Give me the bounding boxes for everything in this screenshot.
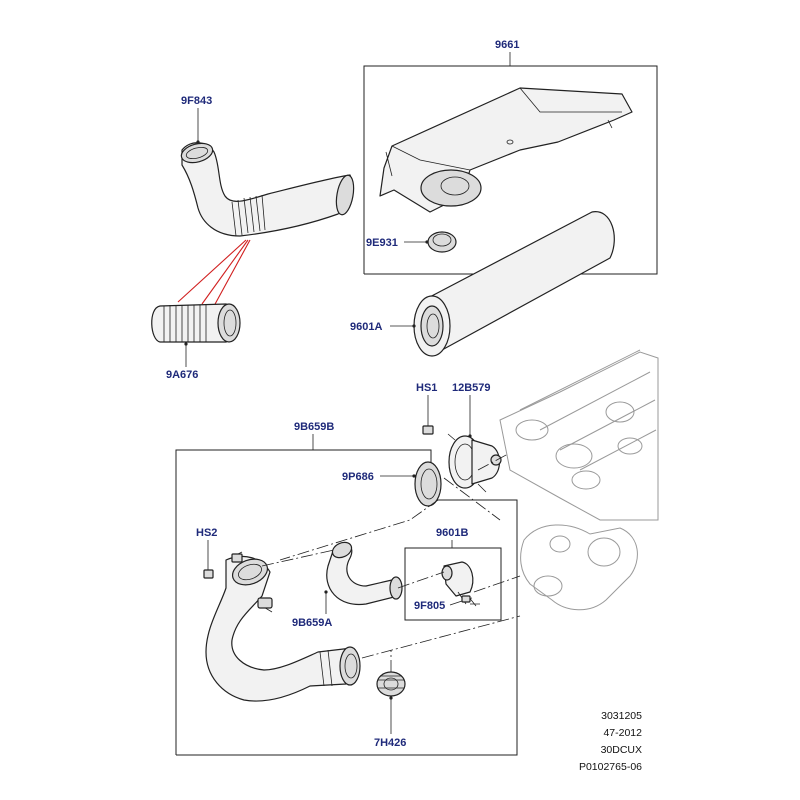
reference-block: 3031205 47-2012 30DCUX P0102765-06: [579, 710, 642, 773]
clip-9F805: [461, 595, 480, 607]
svg-text:9E931: 9E931: [366, 237, 398, 249]
screw-HS2: [203, 562, 214, 579]
callout-9A676: 9A676: [166, 342, 198, 381]
seal-9E931: [427, 231, 457, 253]
callout-9F805: 9F805: [414, 600, 463, 612]
reference-line-3: 30DCUX: [601, 744, 642, 756]
callout-9601B: 9601B: [436, 527, 468, 548]
hose-9B659A: [326, 541, 403, 606]
svg-text:7H426: 7H426: [374, 737, 406, 749]
svg-text:9B659A: 9B659A: [292, 617, 332, 629]
callout-9P686: 9P686: [342, 471, 416, 483]
air-cleaner-cover-9661: [379, 87, 633, 213]
callout-9B659B: 9B659B: [294, 421, 334, 450]
reference-line-4: P0102765-06: [579, 761, 642, 773]
svg-text:9601B: 9601B: [436, 527, 468, 539]
svg-text:9F843: 9F843: [181, 95, 212, 107]
callout-9661: 9661: [495, 39, 519, 66]
bolt-HS1: [422, 408, 434, 435]
assembly-lines: [261, 453, 521, 672]
callout-9B659A: 9B659A: [292, 590, 332, 629]
gasket-9P686: [414, 461, 442, 507]
svg-text:HS1: HS1: [416, 382, 437, 394]
callout-12B579: 12B579: [452, 382, 491, 438]
svg-text:9P686: 9P686: [342, 471, 374, 483]
reference-line-2: 47-2012: [603, 727, 642, 739]
svg-text:9601A: 9601A: [350, 321, 382, 333]
turbocharger-outline: [520, 524, 638, 611]
throttle-body-12B579: [447, 433, 502, 493]
grommet-7H426: [376, 671, 406, 697]
sensor-9601B: [441, 561, 474, 605]
callout-9E931: 9E931: [366, 237, 429, 249]
reference-line-1: 3031205: [601, 710, 642, 722]
svg-text:9A676: 9A676: [166, 369, 198, 381]
svg-text:9F805: 9F805: [414, 600, 445, 612]
callout-HS1: HS1: [416, 382, 437, 408]
callout-HS2: HS2: [196, 527, 217, 562]
callout-9601A: 9601A: [350, 321, 416, 333]
highlight-leaders: [177, 239, 251, 307]
svg-text:9661: 9661: [495, 39, 519, 51]
air-filter-element-9601A: [413, 211, 615, 357]
convoluted-hose-9A676: [151, 303, 241, 343]
intake-duct: [205, 551, 361, 702]
frame-9601B: [404, 547, 502, 621]
svg-text:12B579: 12B579: [452, 382, 491, 394]
engine-outline: [499, 349, 659, 521]
svg-text:9B659B: 9B659B: [294, 421, 334, 433]
callout-7H426: 7H426: [374, 696, 406, 749]
outlet-hose-9F843: [180, 142, 355, 237]
callout-9F843: 9F843: [181, 95, 212, 144]
svg-text:HS2: HS2: [196, 527, 217, 539]
